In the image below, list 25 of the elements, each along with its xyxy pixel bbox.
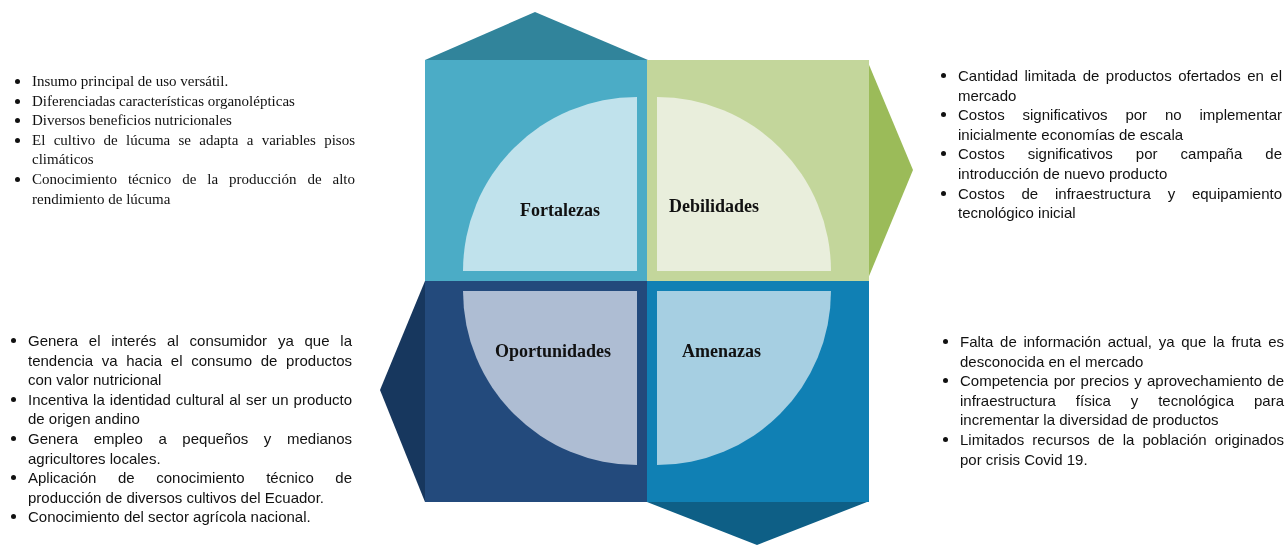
bullet-text: Diversos beneficios nutricionales	[32, 112, 232, 129]
bullet-text: Cantidad limitada de productos ofertados en el mercado	[958, 67, 1282, 104]
bullet-text: Competencia por precios y aprovechamiento de infraestructura física y tecnológica para incrementar la diversidad de productos	[960, 372, 1284, 429]
quadrant-title: Fortalezas	[520, 200, 600, 221]
quadrant-panel	[647, 60, 869, 281]
bullet-text: Diferenciadas características organolépticas	[32, 92, 295, 109]
bullet-text: Falta de información actual, ya que la fruta es desconocida en el mercado	[960, 333, 1284, 370]
bullet-text: Costos significativos por no implementar inicialmente economías de escala	[958, 106, 1282, 143]
bullet-text: Conocimiento técnico de la producción de alto rendimiento de lúcuma	[32, 170, 355, 207]
bullet-text: Limitados recursos de la población originados por crisis Covid 19.	[960, 430, 1284, 468]
bullet-text: Aplicación de conocimiento técnico de producción de diversos cultivos del Ecuador.	[28, 469, 352, 506]
quadrant-title: Amenazas	[682, 341, 761, 362]
bullet-text: Costos significativos por campaña de introducción de nuevo producto	[958, 145, 1282, 182]
bullet-text: Costos de infraestructura y equipamiento tecnológico inicial	[958, 184, 1282, 222]
quadrant-title: Oportunidades	[495, 341, 612, 362]
bullet-text: Genera el interés al consumidor ya que la tendencia va hacia el consumo de productos con valor nutricional	[28, 332, 352, 389]
quadrant-panel	[425, 60, 647, 281]
quadrant-title: Debilidades	[669, 196, 760, 217]
bullet-text: Conocimiento del sector agrícola nacional.	[28, 508, 311, 526]
bullet-text: El cultivo de lúcuma se adapta a variables pisos climáticos	[32, 131, 355, 168]
bullet-text: Genera empleo a pequeños y medianos agricultores locales.	[28, 429, 352, 467]
quadrant-panel	[425, 281, 647, 502]
bullet-text: Insumo principal de uso versátil.	[32, 73, 229, 89]
bullet-text: Incentiva la identidad cultural al ser un producto de origen andino	[28, 390, 352, 428]
quadrant-panel	[647, 281, 869, 502]
